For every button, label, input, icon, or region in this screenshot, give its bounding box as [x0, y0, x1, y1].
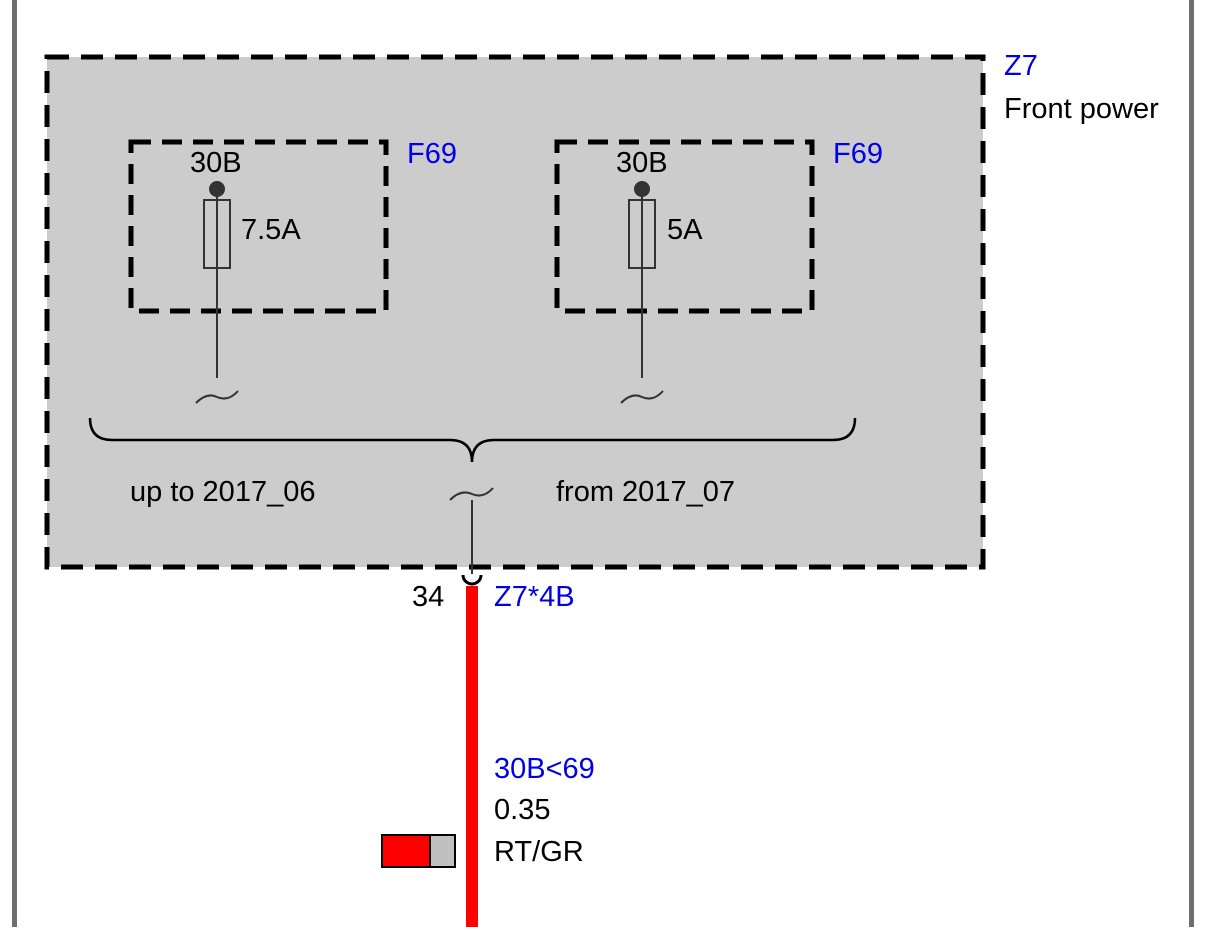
connector-id: Z7*4B — [494, 581, 575, 613]
wire-red — [466, 586, 478, 927]
fuse-1-terminal: 30B — [190, 147, 242, 179]
connector-pin-number: 34 — [412, 581, 444, 613]
wire-color-code: RT/GR — [494, 836, 584, 868]
module-id-label: Z7 — [1004, 50, 1038, 82]
connector-pin-symbol — [461, 574, 483, 586]
fuse-1: F69 30B 7.5A — [128, 138, 457, 404]
fuse-2-rating: 5A — [667, 214, 703, 246]
fuse-2-terminal: 30B — [616, 147, 668, 179]
fuse-2-designator: F69 — [833, 138, 883, 170]
fuse-2-break-symbol — [620, 390, 664, 404]
wire-color-swatch — [381, 834, 456, 868]
frame-left-border — [12, 0, 17, 927]
wire-cross-section: 0.35 — [494, 794, 550, 826]
wire-color-swatch-primary — [381, 834, 431, 868]
fuse-1-box — [128, 139, 389, 314]
module-name-label: Front power — [1004, 93, 1159, 125]
frame-right-border — [1189, 0, 1194, 927]
wire-signal: 30B<69 — [494, 753, 595, 785]
wire-color-swatch-stripe — [429, 834, 456, 868]
fuse-1-rating: 7.5A — [241, 214, 301, 246]
merge-break-symbol — [449, 487, 494, 501]
fuse-2: F69 30B 5A — [554, 138, 883, 404]
variant-label-left: up to 2017_06 — [130, 476, 315, 508]
fuse-1-break-symbol — [195, 390, 239, 404]
fuse-1-designator: F69 — [407, 138, 457, 170]
variant-label-right: from 2017_07 — [556, 476, 735, 508]
variant-brace — [88, 417, 857, 463]
fuse-2-box — [554, 139, 815, 314]
